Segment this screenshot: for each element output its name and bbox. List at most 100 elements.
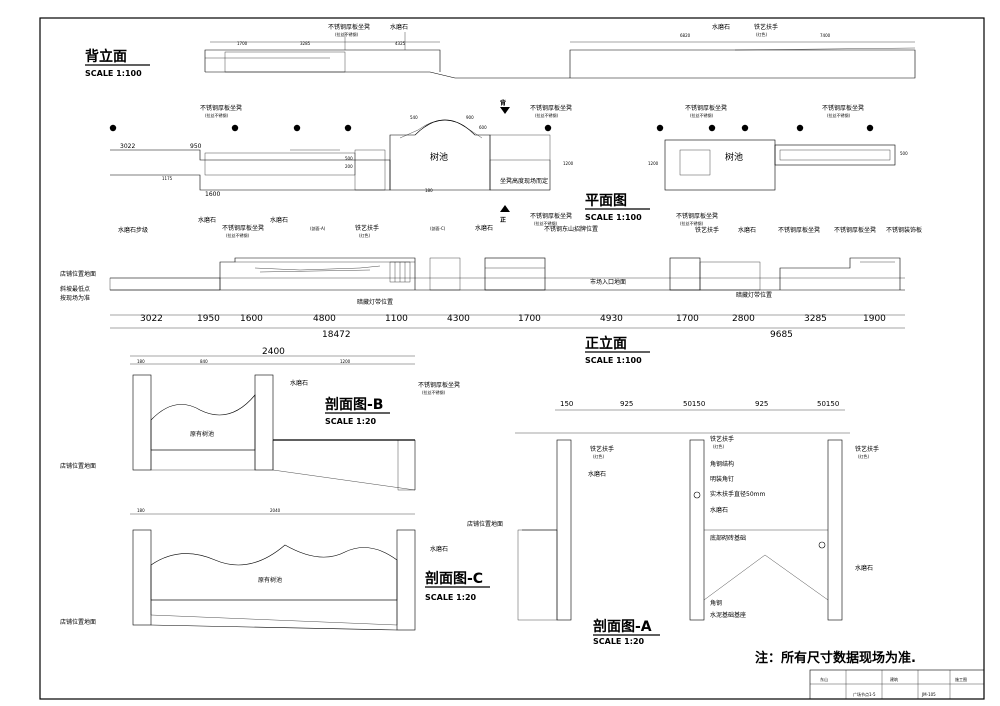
front-elevation-title: 正立面 — [585, 335, 627, 352]
svg-text:900: 900 — [466, 115, 474, 120]
dim-label: 3022 — [140, 314, 163, 324]
svg-text:铁艺扶手: 铁艺扶手 — [710, 435, 734, 443]
back-bench-label: 不锈钢厚板坐凳 — [328, 23, 370, 31]
svg-text:水磨石: 水磨石 — [710, 506, 728, 514]
svg-text:水磨石: 水磨石 — [588, 470, 606, 478]
dim-total-right: 9685 — [770, 330, 793, 340]
svg-text:600: 600 — [479, 125, 487, 130]
front-marker: 正 — [500, 217, 506, 224]
svg-text:水磨石: 水磨石 — [290, 379, 308, 387]
svg-text:水磨石: 水磨石 — [712, 23, 730, 31]
back-marker: 背 — [500, 99, 506, 107]
svg-text:(拉丝不锈钢): (拉丝不锈钢) — [205, 112, 229, 118]
svg-text:水磨石步级: 水磨石步级 — [118, 226, 148, 234]
svg-text:JM-105: JM-105 — [921, 692, 936, 697]
svg-text:按现场为准: 按现场为准 — [60, 294, 90, 302]
dim-label: 4800 — [313, 314, 336, 324]
svg-text:不锈钢厚板坐凳: 不锈钢厚板坐凳 — [530, 104, 572, 112]
svg-text:(红色): (红色) — [713, 443, 725, 449]
svg-text:200: 200 — [345, 164, 353, 169]
svg-text:840: 840 — [200, 359, 208, 364]
svg-text:角钢结构: 角钢结构 — [710, 460, 734, 468]
svg-text:东山: 东山 — [820, 676, 828, 682]
plan-view: 树池 坐凳高度现场而定 3022 950 1600 1175 500 200 5… — [109, 99, 908, 224]
svg-text:1200: 1200 — [563, 161, 574, 166]
svg-text:不锈钢装饰板: 不锈钢装饰板 — [886, 226, 922, 234]
plan-tree-pool-label: 树池 — [430, 151, 448, 163]
dim-label: 4300 — [447, 314, 470, 324]
back-elevation: 背立面 SCALE 1:100 1700 3285 4325 不锈钢厚板坐凳 (… — [85, 23, 916, 79]
svg-text:540: 540 — [410, 115, 418, 120]
svg-text:明装角钉: 明装角钉 — [710, 475, 734, 483]
svg-text:暗藏灯带位置: 暗藏灯带位置 — [357, 298, 393, 306]
svg-text:(拉丝不锈钢): (拉丝不锈钢) — [680, 220, 704, 226]
svg-text:水磨石: 水磨石 — [738, 226, 756, 234]
svg-text:(红色): (红色) — [756, 31, 768, 37]
svg-text:1175: 1175 — [162, 176, 173, 181]
svg-text:1600: 1600 — [205, 191, 220, 198]
section-b-scale: SCALE 1:20 — [325, 417, 377, 426]
svg-text:180: 180 — [137, 508, 145, 513]
svg-text:水泥基础基座: 水泥基础基座 — [710, 611, 746, 619]
svg-text:不锈钢厚板坐凳: 不锈钢厚板坐凳 — [822, 104, 864, 112]
svg-text:铁艺扶手: 铁艺扶手 — [754, 23, 778, 31]
svg-text:(拉丝不锈钢): (拉丝不锈钢) — [535, 112, 559, 118]
front-elevation: 水磨石步级 水磨石 不锈钢厚板坐凳 (拉丝不锈钢) 水磨石 铁艺扶手 (红色) … — [60, 212, 922, 365]
dim-label: 1600 — [240, 314, 263, 324]
dim-label: 1900 — [863, 314, 886, 324]
svg-text:(剖面-A): (剖面-A) — [310, 225, 326, 231]
svg-text:925: 925 — [755, 400, 768, 408]
svg-text:(拉丝不锈钢): (拉丝不锈钢) — [226, 232, 250, 238]
svg-text:不锈钢厚板坐凳: 不锈钢厚板坐凳 — [200, 104, 242, 112]
back-elevation-scale: SCALE 1:100 — [85, 69, 142, 78]
svg-text:建筑: 建筑 — [890, 676, 898, 682]
svg-text:1200: 1200 — [340, 359, 351, 364]
svg-text:50150: 50150 — [683, 400, 705, 408]
svg-text:不锈钢厚板坐凳: 不锈钢厚板坐凳 — [834, 226, 876, 234]
svg-text:1700: 1700 — [237, 41, 248, 46]
svg-text:3022: 3022 — [120, 143, 135, 150]
svg-text:角钢: 角钢 — [710, 599, 722, 607]
plan-title: 平面图 — [585, 193, 627, 209]
svg-text:(拉丝不锈钢): (拉丝不锈钢) — [690, 112, 714, 118]
svg-text:斜坡最低点: 斜坡最低点 — [60, 285, 90, 293]
svg-text:2400: 2400 — [262, 347, 285, 357]
svg-text:180: 180 — [137, 359, 145, 364]
dim-label: 1950 — [197, 314, 220, 324]
svg-text:铁艺扶手: 铁艺扶手 — [590, 445, 614, 453]
svg-text:(红色): (红色) — [593, 453, 605, 459]
svg-text:店铺位置地面: 店铺位置地面 — [60, 462, 96, 470]
svg-text:50150: 50150 — [817, 400, 839, 408]
front-dimension-chain: 3022 1950 1600 4800 1100 4300 1700 4930 … — [140, 314, 886, 340]
plan-scale: SCALE 1:100 — [585, 213, 642, 222]
svg-text:500: 500 — [900, 151, 908, 156]
svg-text:1200: 1200 — [648, 161, 659, 166]
svg-text:7400: 7400 — [820, 33, 831, 38]
svg-text:底部砌砖基础: 底部砌砖基础 — [710, 534, 746, 542]
svg-text:不锈钢厚板坐凳: 不锈钢厚板坐凳 — [418, 381, 460, 389]
svg-text:不锈钢厚板坐凳: 不锈钢厚板坐凳 — [530, 212, 572, 220]
svg-text:铁艺扶手: 铁艺扶手 — [695, 226, 719, 234]
svg-text:3285: 3285 — [300, 41, 311, 46]
svg-text:2040: 2040 — [270, 508, 281, 513]
svg-text:不锈钢厚板坐凳: 不锈钢厚板坐凳 — [676, 212, 718, 220]
svg-text:店铺位置地面: 店铺位置地面 — [467, 520, 503, 528]
svg-text:原有树池: 原有树池 — [190, 430, 214, 438]
svg-text:树池: 树池 — [725, 151, 743, 163]
svg-text:暗藏灯带位置: 暗藏灯带位置 — [736, 291, 772, 299]
svg-text:(拉丝不锈钢): (拉丝不锈钢) — [827, 112, 851, 118]
svg-text:市场入口地面: 市场入口地面 — [590, 278, 626, 286]
general-note: 注：所有尺寸数据现场为准. — [755, 650, 916, 666]
section-c-scale: SCALE 1:20 — [425, 593, 477, 602]
dim-label: 1700 — [676, 314, 699, 324]
svg-text:水磨石: 水磨石 — [430, 545, 448, 553]
section-b-title: 剖面图-B — [325, 396, 383, 413]
svg-text:(拉丝不锈钢): (拉丝不锈钢) — [335, 31, 359, 37]
svg-text:180: 180 — [425, 188, 433, 193]
section-c-title: 剖面图-C — [425, 570, 483, 587]
front-elevation-scale: SCALE 1:100 — [585, 356, 642, 365]
svg-text:铁艺扶手: 铁艺扶手 — [355, 224, 379, 232]
svg-text:坐凳高度现场而定: 坐凳高度现场而定 — [500, 177, 548, 185]
dim-label: 4930 — [600, 314, 623, 324]
